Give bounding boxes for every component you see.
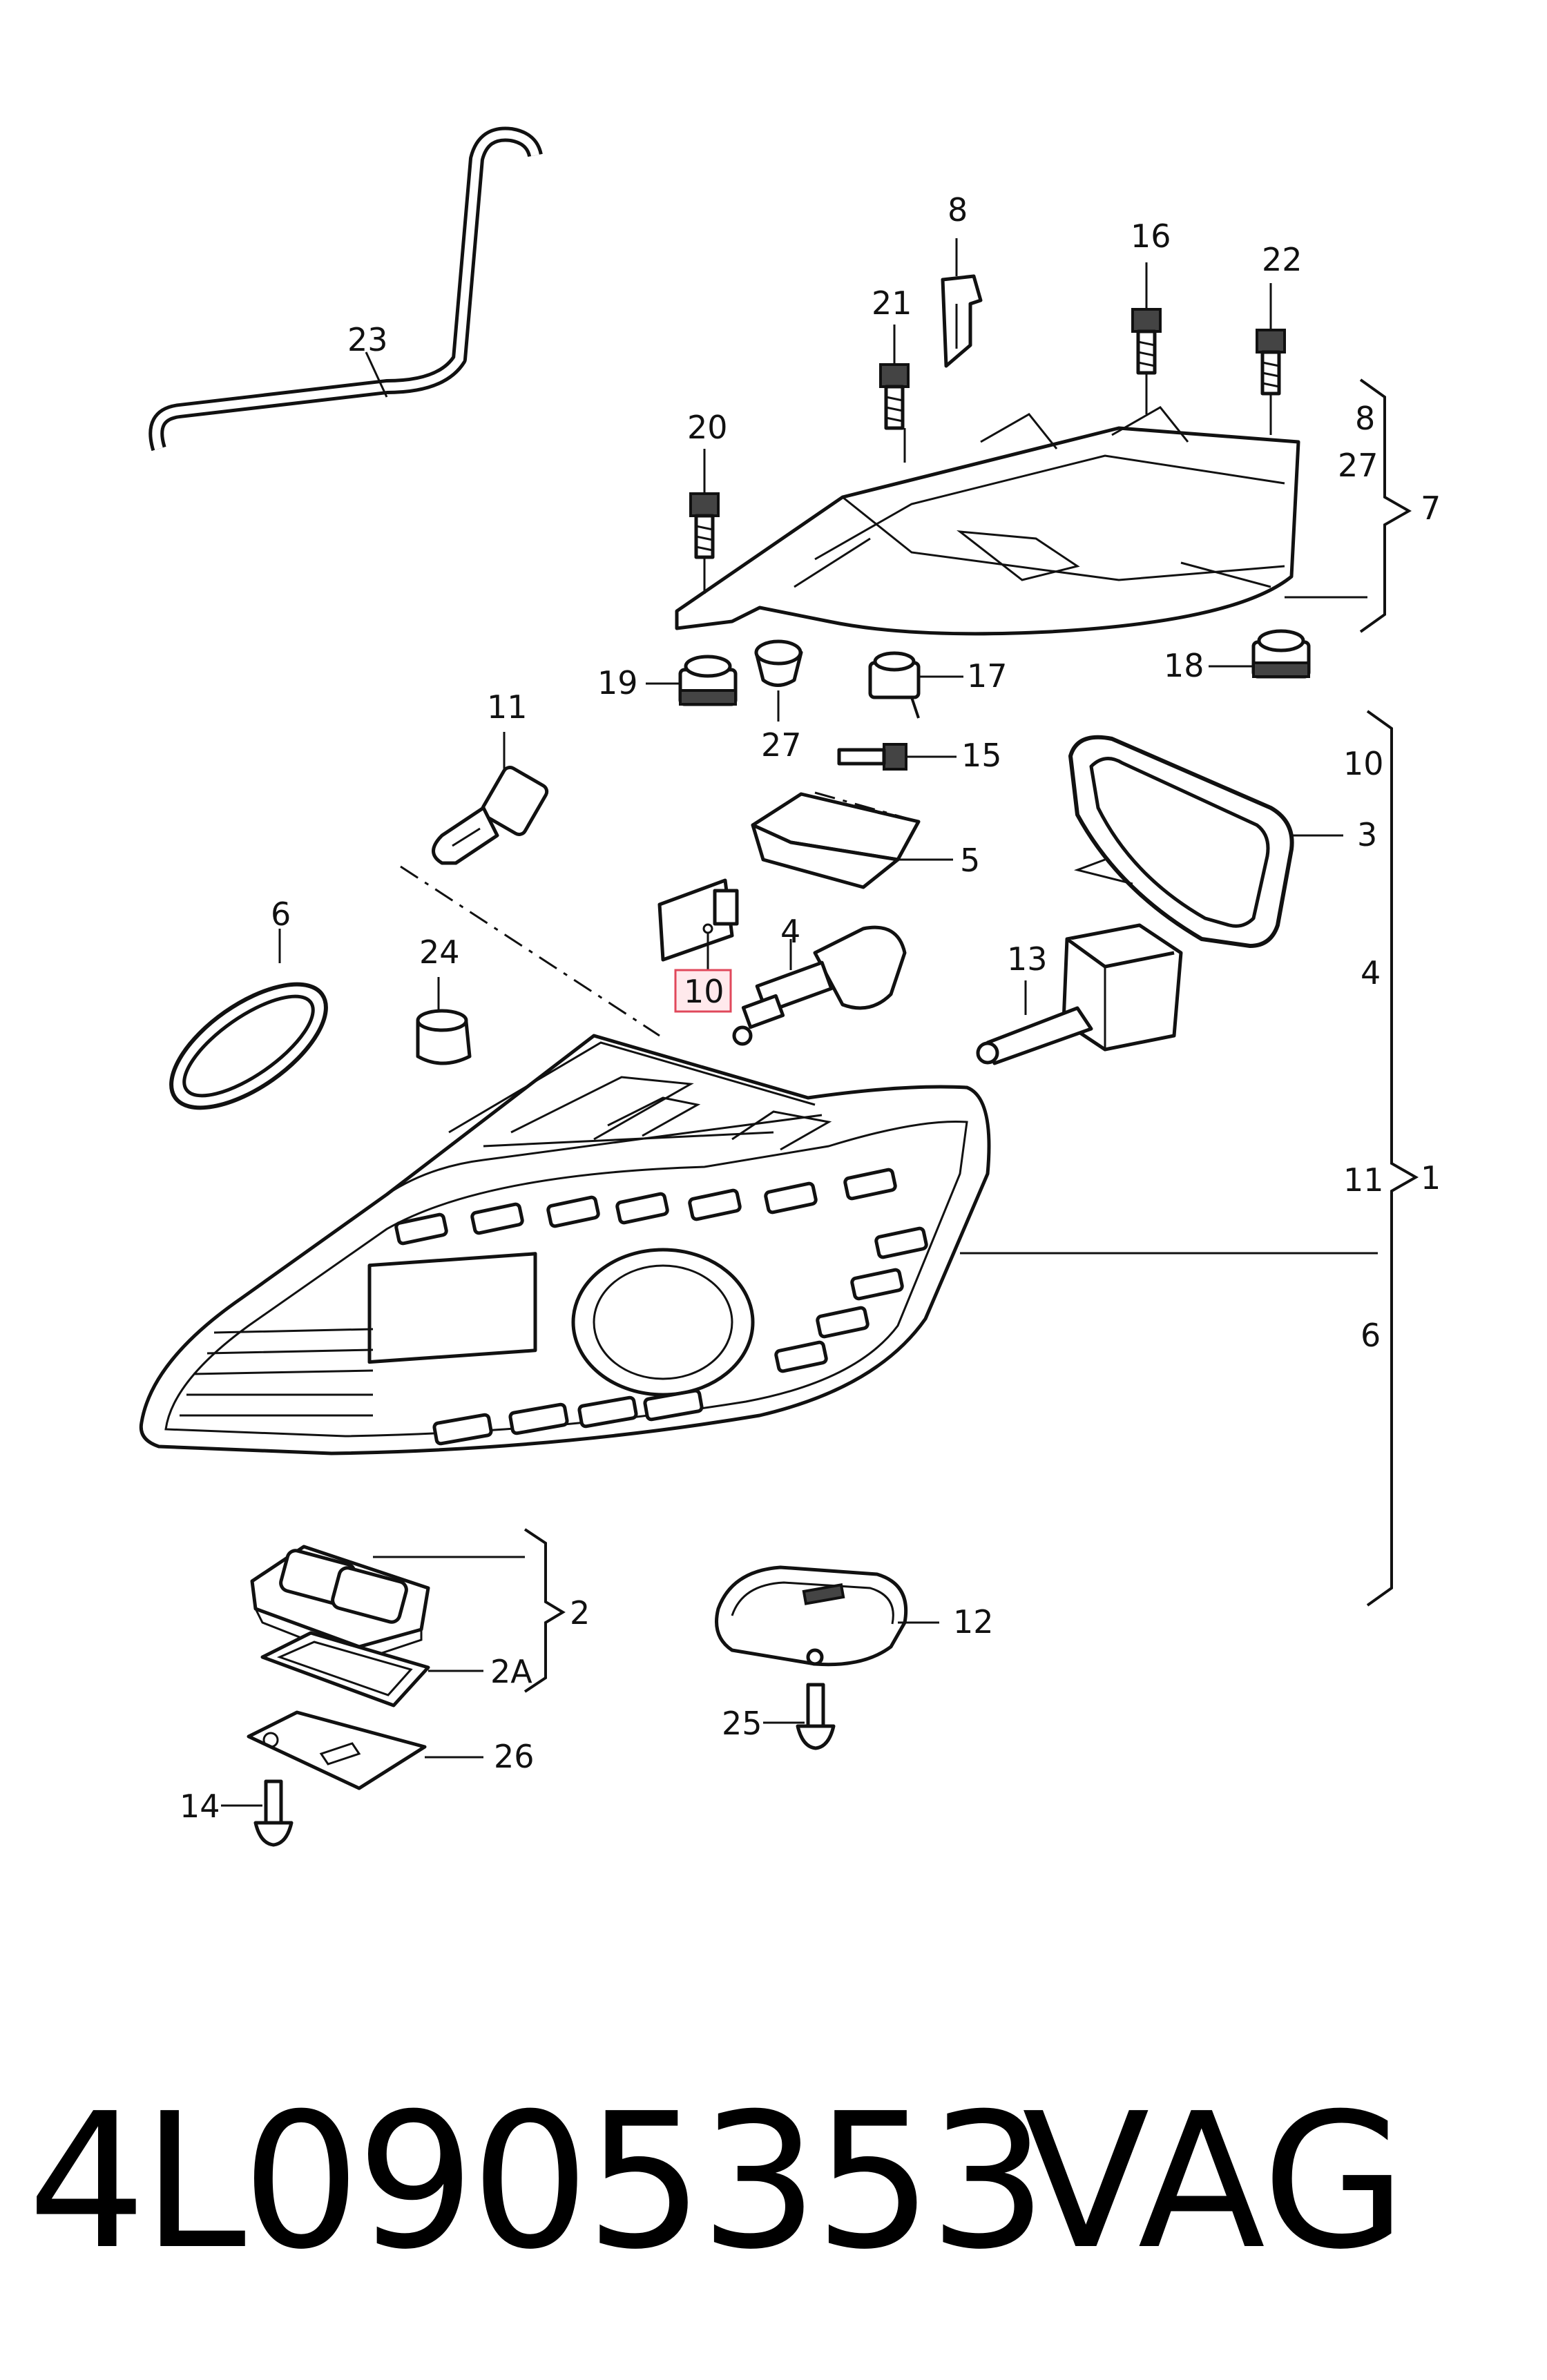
part-20-screw [689,492,720,559]
part-24-cap [416,1009,472,1065]
callout-22: 22 [1262,241,1303,278]
part-5-control-module [751,791,921,889]
brand-label: VAG [1022,2073,1407,2290]
highlight-box-10 [674,969,732,1013]
callout-26: 26 [494,1738,535,1775]
callout-6: 6 [271,896,291,933]
leader-lines [221,238,1378,1807]
callout-18: 18 [1164,647,1204,684]
part-22-screw [1256,329,1286,396]
part-16-screw [1131,308,1162,375]
part-18-adjuster [1251,629,1311,679]
callout-24: 24 [419,933,460,971]
callout-17: 17 [967,657,1008,695]
part-17-adjuster [868,651,921,719]
part-13-xenon-bulb [976,923,1183,1065]
part-15-screw [837,743,907,771]
part-1-headlight-housing [139,1034,991,1455]
bracket-label-4: 4 [1361,954,1381,991]
callout-15: 15 [961,737,1002,774]
callout-23: 23 [347,321,388,358]
part-23-hose [148,126,543,452]
callout-27: 27 [761,726,802,764]
callout-2A: 2A [490,1653,532,1690]
part-6-seal-ring [169,982,328,1110]
bracket-label-8: 8 [1355,400,1375,437]
callout-2: 2 [570,1594,590,1632]
part-3-frame [1068,735,1294,948]
footer: 4L0905353 VAG [28,2078,1519,2285]
part-19-adjuster [678,655,738,706]
bracket-label-27: 27 [1338,447,1378,484]
callout-12: 12 [953,1603,994,1641]
callout-10-highlighted: 10 [684,973,724,1010]
callout-5: 5 [960,842,980,879]
part-7-bracket [675,406,1300,636]
exploded-parts-diagram: 23 8 21 16 22 20 19 27 17 18 8 27 7 11 1… [139,126,1441,1847]
part-25-screw [796,1683,836,1750]
part-2-cover [250,1545,430,1662]
callout-16: 16 [1131,217,1171,255]
callout-4: 4 [780,913,800,950]
part-number: 4L0905353 [28,2073,1048,2290]
callout-20: 20 [687,409,728,446]
callout-13: 13 [1007,940,1048,978]
part-26-bracket [247,1710,427,1790]
alignment-line [400,865,660,1037]
callout-14: 14 [180,1788,220,1825]
part-11-bulb [432,766,549,865]
part-10-circuit-board [657,878,739,962]
part-12-cover-plate [715,1565,908,1667]
callout-19: 19 [597,664,638,702]
callout-11: 11 [487,688,528,726]
part-8-clip [941,274,983,368]
bracket-lines [523,378,1419,1693]
bracket-label-11: 11 [1343,1161,1384,1199]
part-21-screw [879,363,910,430]
callout-7: 7 [1421,490,1441,527]
part-4-igniter-bulb [732,925,907,1046]
callout-8: 8 [948,191,968,229]
part-14-screw [253,1779,294,1847]
callout-1: 1 [1421,1159,1441,1197]
callout-3: 3 [1357,816,1377,853]
callout-21: 21 [872,284,912,322]
bracket-label-6: 6 [1361,1317,1381,1354]
part-27-grommet [754,639,803,687]
bracket-label-10: 10 [1343,745,1384,782]
callout-25: 25 [722,1705,762,1742]
part-2A-seal [260,1631,430,1707]
